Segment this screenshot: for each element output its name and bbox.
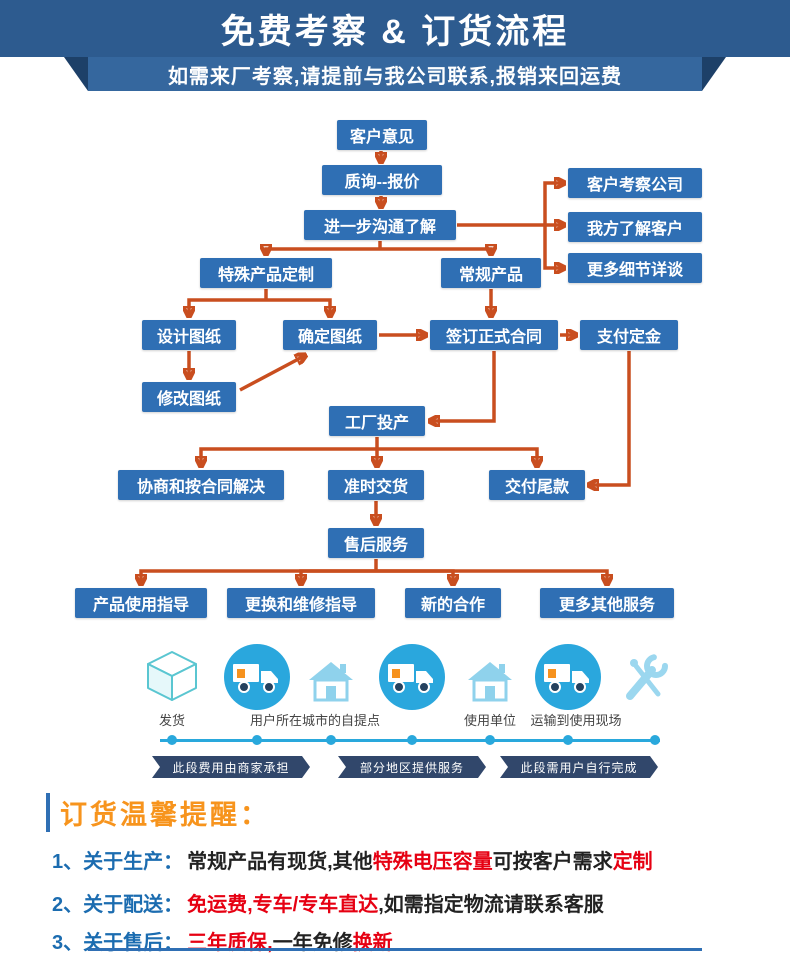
reminder-item-label: 2、关于配送： — [52, 894, 184, 916]
timeline-dot — [326, 735, 336, 745]
segment-ribbon-partial: 部分地区提供服务 — [338, 756, 486, 778]
header-banner: 免费考察 & 订货流程 — [0, 0, 790, 57]
timeline-dot — [167, 735, 177, 745]
flow-node-side-details: 更多细节详谈 — [568, 253, 702, 283]
segment-ribbon-user: 此段需用户自行完成 — [500, 756, 658, 778]
flow-node-more-services: 更多其他服务 — [540, 588, 674, 618]
delivery-truck-icon — [378, 643, 446, 711]
page-subtitle: 如需来厂考察,请提前与我公司联系,报销来回运费 — [167, 65, 623, 88]
flow-node-usage-guidance: 产品使用指导 — [75, 588, 207, 618]
reminder-item-delivery: 2、关于配送：免运费,专车/专车直达,如需指定物流请联系客服 — [52, 888, 604, 917]
reminder-text: 可按客户需求 — [492, 851, 613, 873]
flow-node-inquiry-quote: 质询--报价 — [322, 165, 442, 195]
label-user-unit: 使用单位 — [463, 713, 516, 728]
reminder-item-production: 1、关于生产：常规产品有现货,其他特殊电压容量可按客户需求定制 — [52, 845, 653, 874]
timeline-dot — [650, 735, 660, 745]
flow-node-side-visit: 客户考察公司 — [568, 168, 702, 198]
reminder-text: 定制 — [612, 851, 653, 873]
reminder-text: 常规产品有现货,其他 — [187, 851, 373, 873]
flow-node-sign-contract: 签订正式合同 — [430, 320, 558, 350]
flow-node-pay-balance: 交付尾款 — [489, 470, 585, 500]
flow-node-after-sales: 售后服务 — [328, 528, 424, 558]
reminder-item-label: 1、关于生产： — [52, 851, 184, 873]
user-house-icon — [466, 660, 514, 702]
flow-node-factory-production: 工厂投产 — [329, 406, 425, 436]
flow-arrows — [0, 151, 631, 640]
flow-node-replace-repair: 更换和维修指导 — [227, 588, 375, 618]
flow-node-design-drawing: 设计图纸 — [142, 320, 236, 350]
label-shipping: 发货 — [158, 713, 185, 728]
flow-node-on-time-delivery: 准时交货 — [328, 470, 424, 500]
reminder-text: 特殊电压容量 — [372, 851, 493, 873]
segment-ribbon-merchant: 此段费用由商家承担 — [152, 756, 310, 778]
repair-tools-icon — [626, 654, 668, 700]
flow-node-further-communication: 进一步沟通了解 — [304, 210, 456, 240]
flow-node-modify-drawing: 修改图纸 — [142, 382, 236, 412]
flow-node-pay-deposit: 支付定金 — [580, 320, 678, 350]
reminder-text: ,如需指定物流请联系客服 — [378, 894, 604, 916]
flow-node-confirm-drawing: 确定图纸 — [283, 320, 377, 350]
label-transport: 运输到使用现场 — [530, 713, 622, 728]
reminder-title: 订货温馨提醒： — [46, 793, 270, 832]
reminder-text: 免运费,专车/专车直达 — [187, 894, 379, 916]
shipping-box-icon — [147, 651, 197, 701]
flow-node-side-know: 我方了解客户 — [568, 212, 702, 242]
delivery-truck-icon — [223, 643, 291, 711]
flow-node-custom-product: 特殊产品定制 — [200, 258, 332, 288]
flow-node-customer-feedback: 客户意见 — [337, 120, 427, 150]
delivery-truck-icon — [534, 643, 602, 711]
label-pickup: 用户所在城市的自提点 — [249, 713, 380, 728]
logistics-icons — [147, 643, 668, 711]
bottom-divider — [88, 948, 702, 951]
page-title: 免费考察 & 订货流程 — [220, 13, 570, 51]
timeline-dot — [563, 735, 573, 745]
header-sub-banner: 如需来厂考察,请提前与我公司联系,报销来回运费 — [88, 57, 702, 91]
flow-node-negotiate: 协商和按合同解决 — [118, 470, 284, 500]
timeline-dot — [252, 735, 262, 745]
timeline-dot — [485, 735, 495, 745]
flow-node-regular-product: 常规产品 — [441, 258, 541, 288]
pickup-house-icon — [307, 660, 355, 702]
timeline-dot — [407, 735, 417, 745]
flow-node-new-cooperation: 新的合作 — [405, 588, 501, 618]
